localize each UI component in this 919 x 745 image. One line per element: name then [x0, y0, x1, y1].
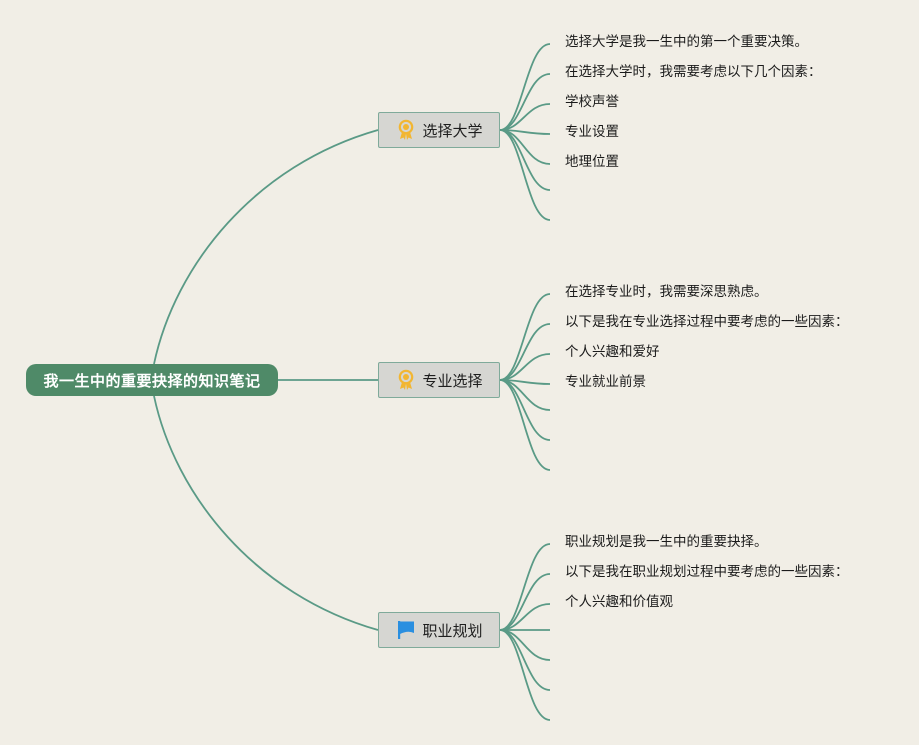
leaf-topic[interactable]: 专业设置 [565, 124, 619, 140]
blue-flag-icon [398, 621, 415, 639]
branch-topic-label: 选择大学 [422, 121, 483, 140]
leaf-topic[interactable]: 在选择大学时，我需要考虑以下几个因素： [565, 64, 822, 80]
leaf-topic[interactable]: 选择大学是我一生中的第一个重要决策。 [565, 34, 808, 50]
connector-root-to-branch [153, 129, 379, 365]
connector-branch-to-leaf [499, 629, 551, 721]
connector-lines [153, 43, 551, 721]
connector-branch-to-leaf [499, 379, 551, 441]
connector-branch-to-leaf [499, 129, 551, 221]
connector-branch-to-leaf [499, 129, 551, 191]
leaf-topic[interactable]: 个人兴趣和价值观 [565, 594, 673, 610]
connector-branch-to-leaf [499, 379, 551, 471]
leaf-topic[interactable]: 在选择专业时，我需要深思熟虑。 [565, 284, 768, 300]
branch-topic-career[interactable]: 职业规划 [378, 612, 500, 648]
connector-branch-to-leaf [499, 543, 551, 631]
award-medal-icon [399, 119, 414, 140]
connector-branch-to-leaf [499, 323, 551, 381]
connector-branch-to-leaf [499, 629, 551, 691]
connector-branch-to-leaf [499, 293, 551, 381]
root-topic[interactable]: 我一生中的重要抉择的知识笔记 [26, 364, 278, 396]
leaf-topic[interactable]: 学校声誉 [565, 94, 619, 110]
connector-root-to-branch [153, 395, 379, 631]
leaf-topic[interactable]: 个人兴趣和爱好 [565, 344, 660, 360]
leaf-topic[interactable]: 专业就业前景 [565, 374, 646, 390]
branch-topic-university[interactable]: 选择大学 [378, 112, 500, 148]
leaf-topic[interactable]: 以下是我在专业选择过程中要考虑的一些因素： [565, 314, 849, 330]
connector-branch-to-leaf [499, 573, 551, 631]
branch-topic-label: 职业规划 [422, 621, 483, 640]
branch-topic-major[interactable]: 专业选择 [378, 362, 500, 398]
connector-branch-to-leaf [499, 43, 551, 131]
leaf-topic[interactable]: 职业规划是我一生中的重要抉择。 [565, 534, 768, 550]
root-topic-label: 我一生中的重要抉择的知识笔记 [43, 371, 261, 390]
award-medal-icon [399, 369, 414, 390]
connector-branch-to-leaf [499, 73, 551, 131]
leaf-topic[interactable]: 地理位置 [565, 154, 619, 170]
leaf-topic[interactable]: 以下是我在职业规划过程中要考虑的一些因素： [565, 564, 849, 580]
branch-topic-label: 专业选择 [422, 371, 483, 390]
